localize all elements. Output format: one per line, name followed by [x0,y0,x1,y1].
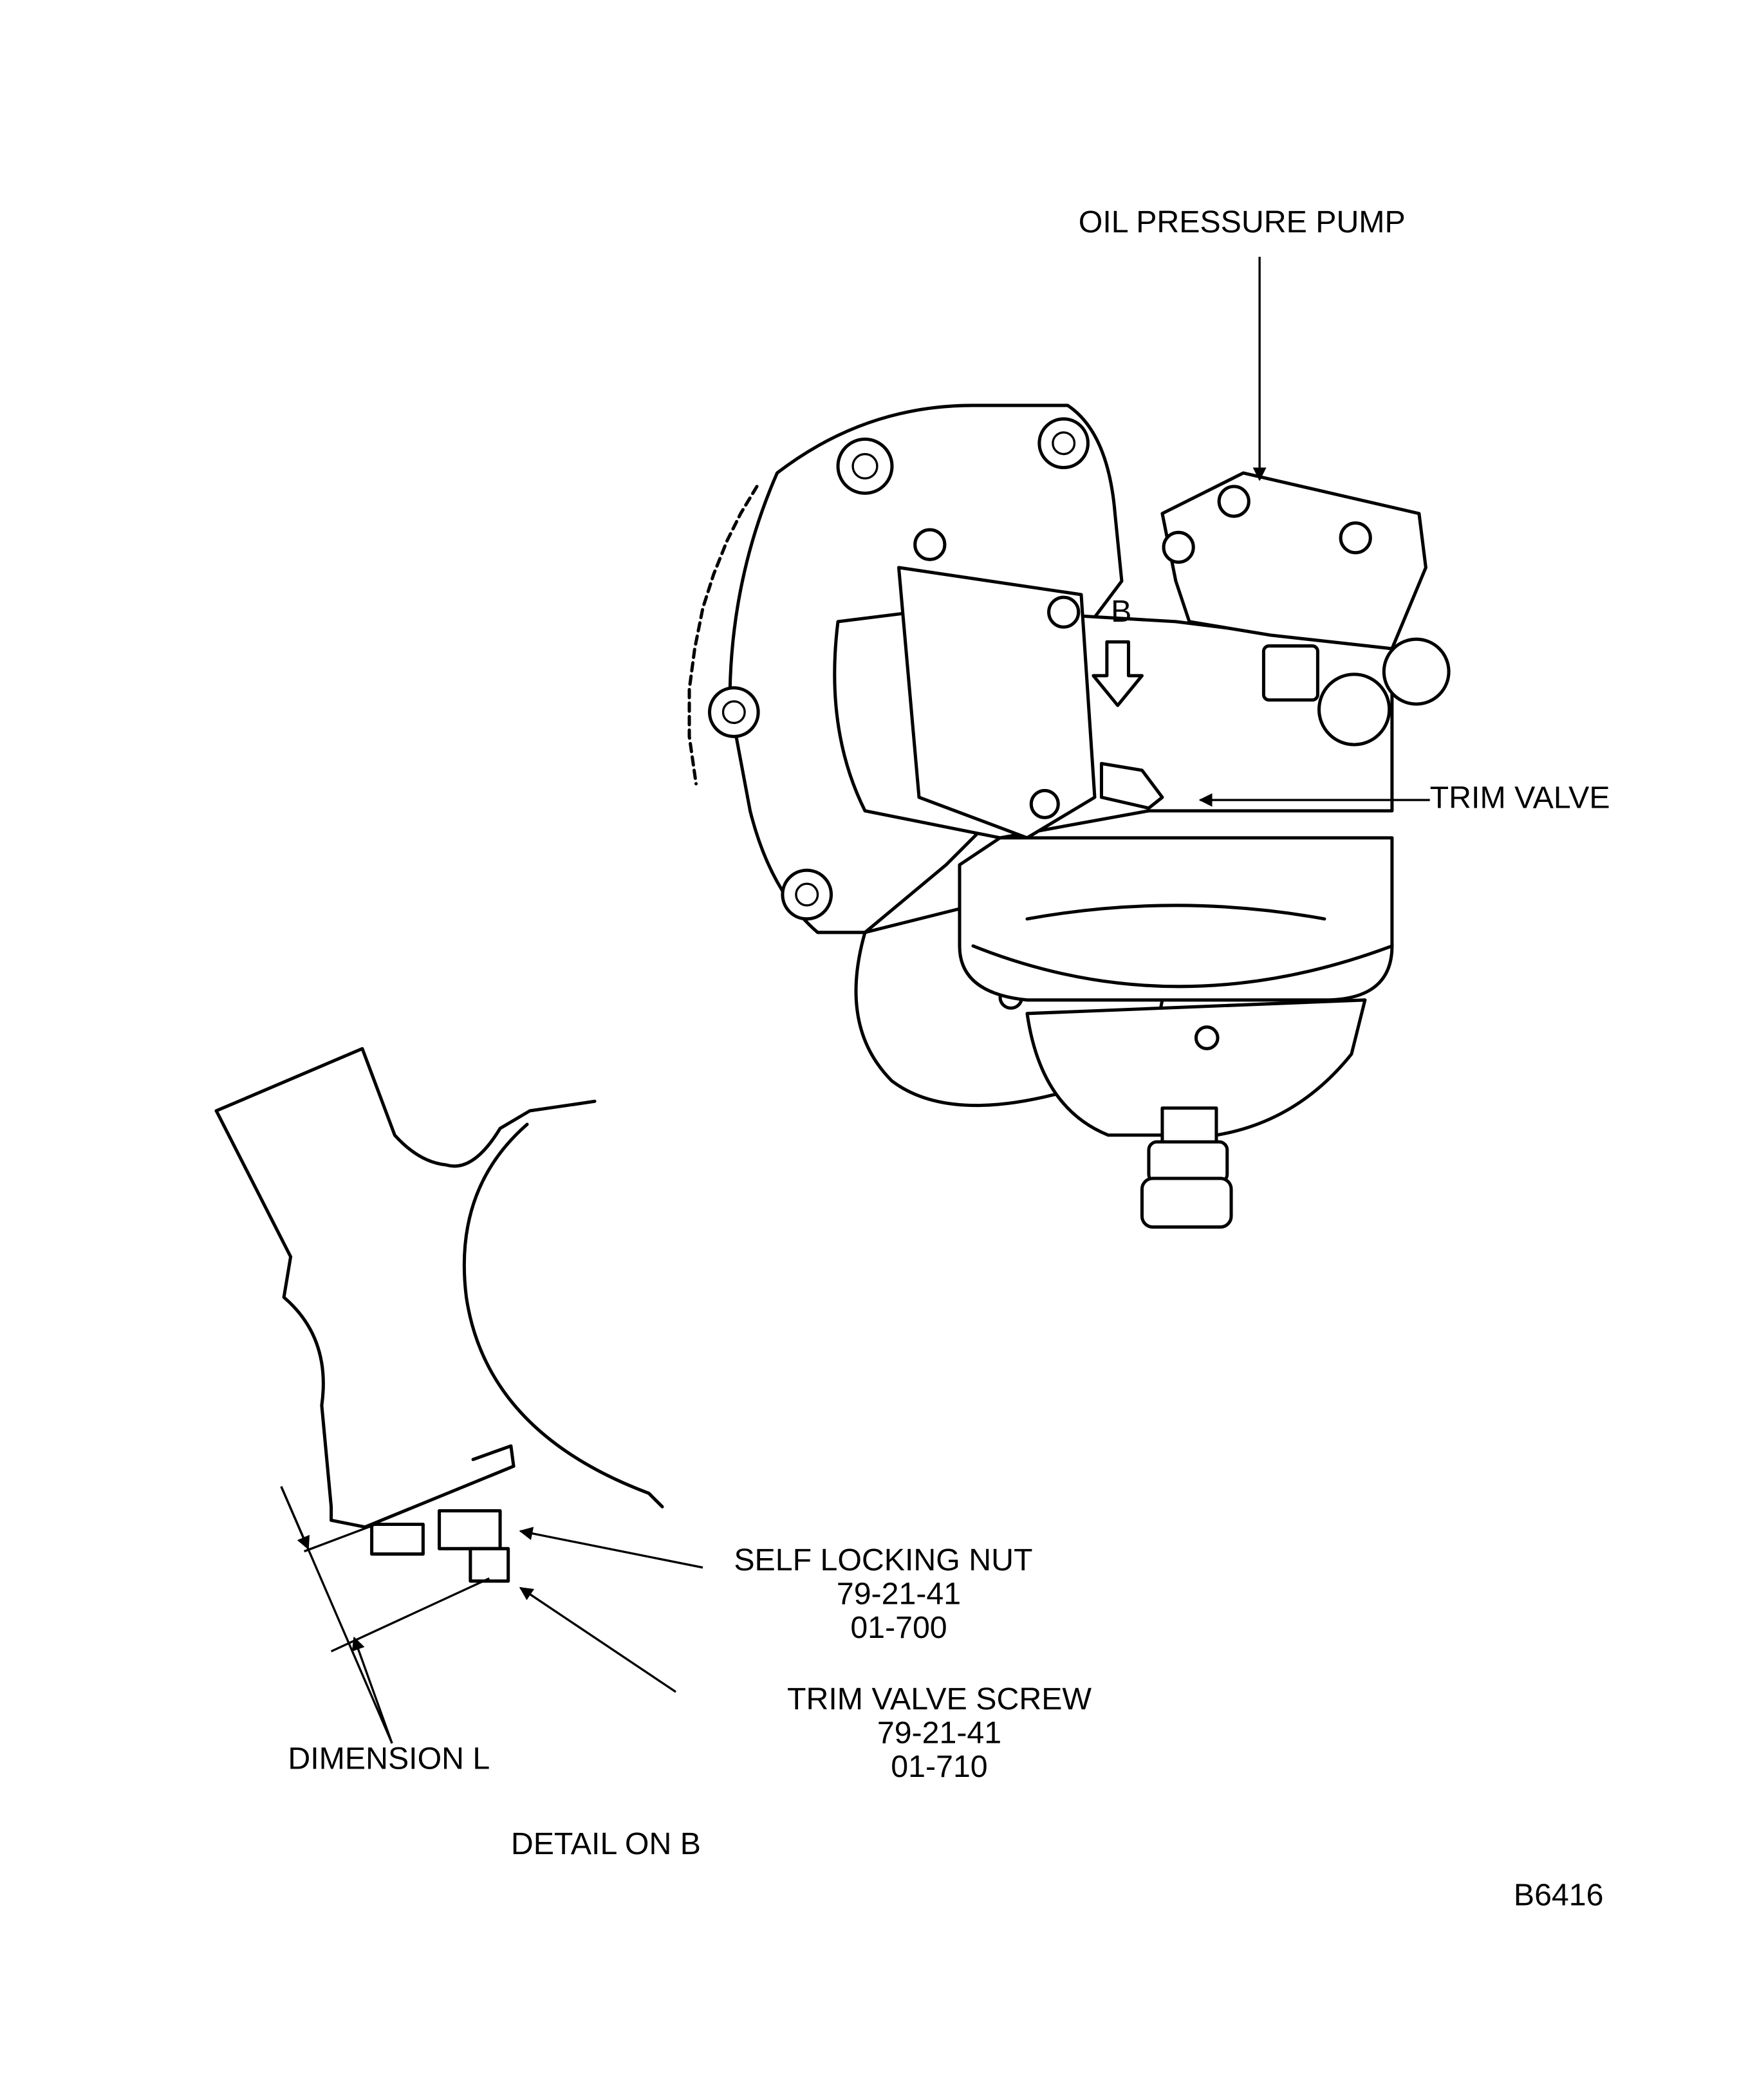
self-locking-nut-leader [519,1527,703,1569]
dimension-l-label: DIMENSION L [288,1742,490,1776]
dimension-l-leader [351,1636,393,1744]
dimension-l-arrow [280,1486,310,1550]
self-locking-nut-label: SELF LOCKING NUT [734,1543,1032,1577]
pump-assembly-illustration [687,404,1451,1229]
trim-valve-screw-label: TRIM VALVE SCREW [787,1682,1092,1716]
view-direction-arrow-icon [1092,640,1144,707]
trim-valve-screw-leader [519,1586,676,1693]
view-marker-b: B [1111,594,1131,629]
detail-b-illustration [214,1046,664,1744]
trim-valve-label: TRIM VALVE [1430,781,1610,815]
figure-id: B6416 [1514,1878,1604,1913]
trim-valve-screw-ref1: 79-21-41 [877,1716,1001,1751]
detail-caption: DETAIL ON B [511,1826,701,1861]
self-locking-nut-ref2: 01-700 [850,1610,947,1645]
oil-pressure-pump-label: OIL PRESSURE PUMP [1079,205,1406,239]
self-locking-nut-ref1: 79-21-41 [837,1576,961,1611]
bolt-heads [913,485,1386,1050]
trim-valve-screw-ref2: 01-710 [891,1749,987,1784]
